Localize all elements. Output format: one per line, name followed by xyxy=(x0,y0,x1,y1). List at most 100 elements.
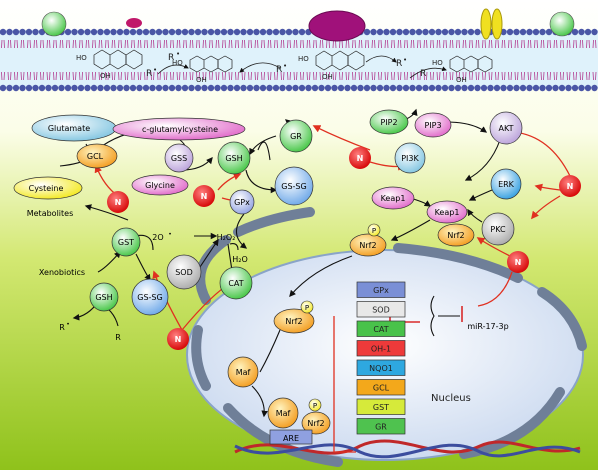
label-ho-1: HO xyxy=(76,54,87,62)
lipid-tail xyxy=(300,39,304,49)
lipid-tail xyxy=(345,71,350,81)
lipid-head xyxy=(441,28,449,36)
lipid-head xyxy=(266,84,273,92)
lipid-tail xyxy=(384,39,389,49)
lipid-head xyxy=(97,84,104,92)
gene-box-label: NQO1 xyxy=(369,364,393,373)
lipid-tail xyxy=(228,39,233,49)
lipid-tail xyxy=(137,71,142,81)
lipid-head xyxy=(214,28,221,36)
radical-dot-4: • xyxy=(403,56,407,64)
red-arrow-n-erk xyxy=(534,183,561,192)
lipid-head xyxy=(545,28,553,36)
lipid-head xyxy=(103,28,111,36)
lipid-head xyxy=(181,28,189,36)
node-gpx xyxy=(229,189,255,215)
lipid-tail xyxy=(20,39,25,49)
lipid-tail xyxy=(209,39,213,49)
node-nrf2-are xyxy=(301,411,331,435)
gene-box-gr xyxy=(356,418,406,435)
radical-r-3: R xyxy=(276,65,282,75)
lipid-tail xyxy=(378,39,382,49)
node-pkc-label: PKC xyxy=(490,225,506,234)
flavonoid-2 xyxy=(189,55,233,73)
lipid-tail xyxy=(495,39,499,49)
lipid-tail xyxy=(475,39,480,49)
radical-r-4: R xyxy=(396,59,402,69)
node-glutamylcysteine-label: c-glutamylcysteine xyxy=(142,125,218,134)
label-oh-2: OH xyxy=(196,76,207,84)
label-oh-3: OH xyxy=(322,73,333,81)
radical-r-5: R xyxy=(420,69,426,79)
lipid-head xyxy=(350,84,358,92)
lipid-tail xyxy=(508,71,512,81)
lipid-head xyxy=(246,28,254,36)
lipid-head xyxy=(233,28,241,36)
lipid-head xyxy=(428,84,436,92)
lipid-head xyxy=(428,28,436,36)
node-keap1-free-label: Keap1 xyxy=(381,194,406,203)
node-r-plain: R xyxy=(115,333,121,342)
lipid-head xyxy=(155,84,163,92)
lipid-tail xyxy=(534,39,538,49)
lipid-tail xyxy=(586,39,590,49)
node-sod-label: SOD xyxy=(175,268,193,277)
lipid-tail xyxy=(92,71,96,81)
lipid-tail xyxy=(1,71,5,81)
lipid-tail xyxy=(540,71,545,81)
node-akt xyxy=(489,111,523,145)
arrow-gst-metabolites xyxy=(84,204,129,221)
node-r-star-dot: • xyxy=(66,321,70,328)
lipid-tail xyxy=(384,71,389,81)
lipid-tail xyxy=(254,71,259,81)
lipid-tail xyxy=(53,39,57,49)
radical-dot-2: • xyxy=(176,50,180,58)
lipid-head xyxy=(201,28,208,36)
lipid-head xyxy=(272,84,280,92)
lipid-head xyxy=(253,84,260,92)
lipid-tail xyxy=(436,71,441,81)
lipid-tail xyxy=(105,71,109,81)
n-markers: N N N N N N xyxy=(107,147,581,350)
phospho-p-cyto xyxy=(367,223,381,237)
flavonoid-3 xyxy=(315,50,365,71)
membrane-channel-left xyxy=(480,8,492,40)
lipid-tail xyxy=(274,71,278,81)
lipid-head xyxy=(409,84,416,92)
node-gsh-top xyxy=(217,141,251,175)
node-r-star: R xyxy=(59,323,65,332)
n-marker-kinases xyxy=(559,175,581,197)
lipid-tail xyxy=(514,71,519,81)
lipid-head xyxy=(454,84,462,92)
lipid-head xyxy=(565,84,572,92)
lipid-tail xyxy=(170,71,174,81)
lipid-tail xyxy=(352,71,356,81)
lipid-tail xyxy=(215,39,220,49)
red-arrow-are-genes xyxy=(333,316,356,453)
lipid-tail xyxy=(462,71,467,81)
lipid-head xyxy=(84,84,91,92)
lipid-head xyxy=(45,84,52,92)
lipid-tail xyxy=(66,39,70,49)
lipid-tail xyxy=(235,71,239,81)
lipid-tail xyxy=(540,39,545,49)
lipid-tail xyxy=(488,71,493,81)
gene-box-gst xyxy=(356,398,406,415)
lipid-head xyxy=(487,84,494,92)
membrane-arrow-1 xyxy=(157,64,189,75)
arrow-nrf2-are xyxy=(259,329,281,373)
arrow-gsh-gssg xyxy=(257,141,271,161)
lipid-head xyxy=(116,28,124,36)
lipid-head xyxy=(194,28,202,36)
lipid-head xyxy=(584,28,592,36)
lipid-head xyxy=(292,84,299,92)
node-pkc xyxy=(481,212,515,246)
node-pip2-label: PIP2 xyxy=(380,118,397,127)
lipid-tail xyxy=(469,71,473,81)
lipid-tail xyxy=(72,39,77,49)
lipid-tail xyxy=(573,39,577,49)
node-gcl xyxy=(76,143,118,169)
node-gr-top-label: GR xyxy=(290,132,302,141)
membrane-arrow-2 xyxy=(239,62,281,73)
lipid-tail xyxy=(404,71,408,81)
